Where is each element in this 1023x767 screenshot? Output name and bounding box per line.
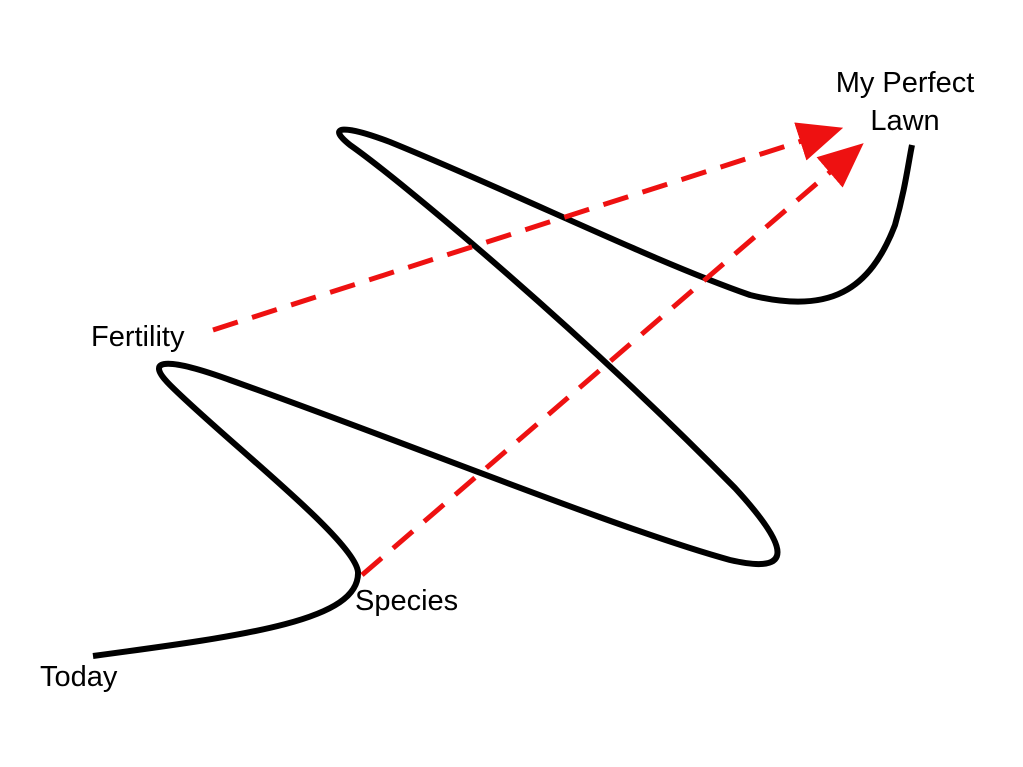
today-label: Today (40, 661, 118, 693)
fertility-arrow (212, 122, 844, 333)
species-label: Species (355, 585, 459, 617)
goal-label-line1: My Perfect (835, 67, 975, 99)
goal-label: My Perfect Lawn (820, 64, 990, 140)
fertility-label: Fertility (91, 321, 185, 353)
goal-label-line2: Lawn (870, 105, 940, 137)
winding-path (92, 126, 915, 659)
species-arrow (360, 143, 864, 577)
